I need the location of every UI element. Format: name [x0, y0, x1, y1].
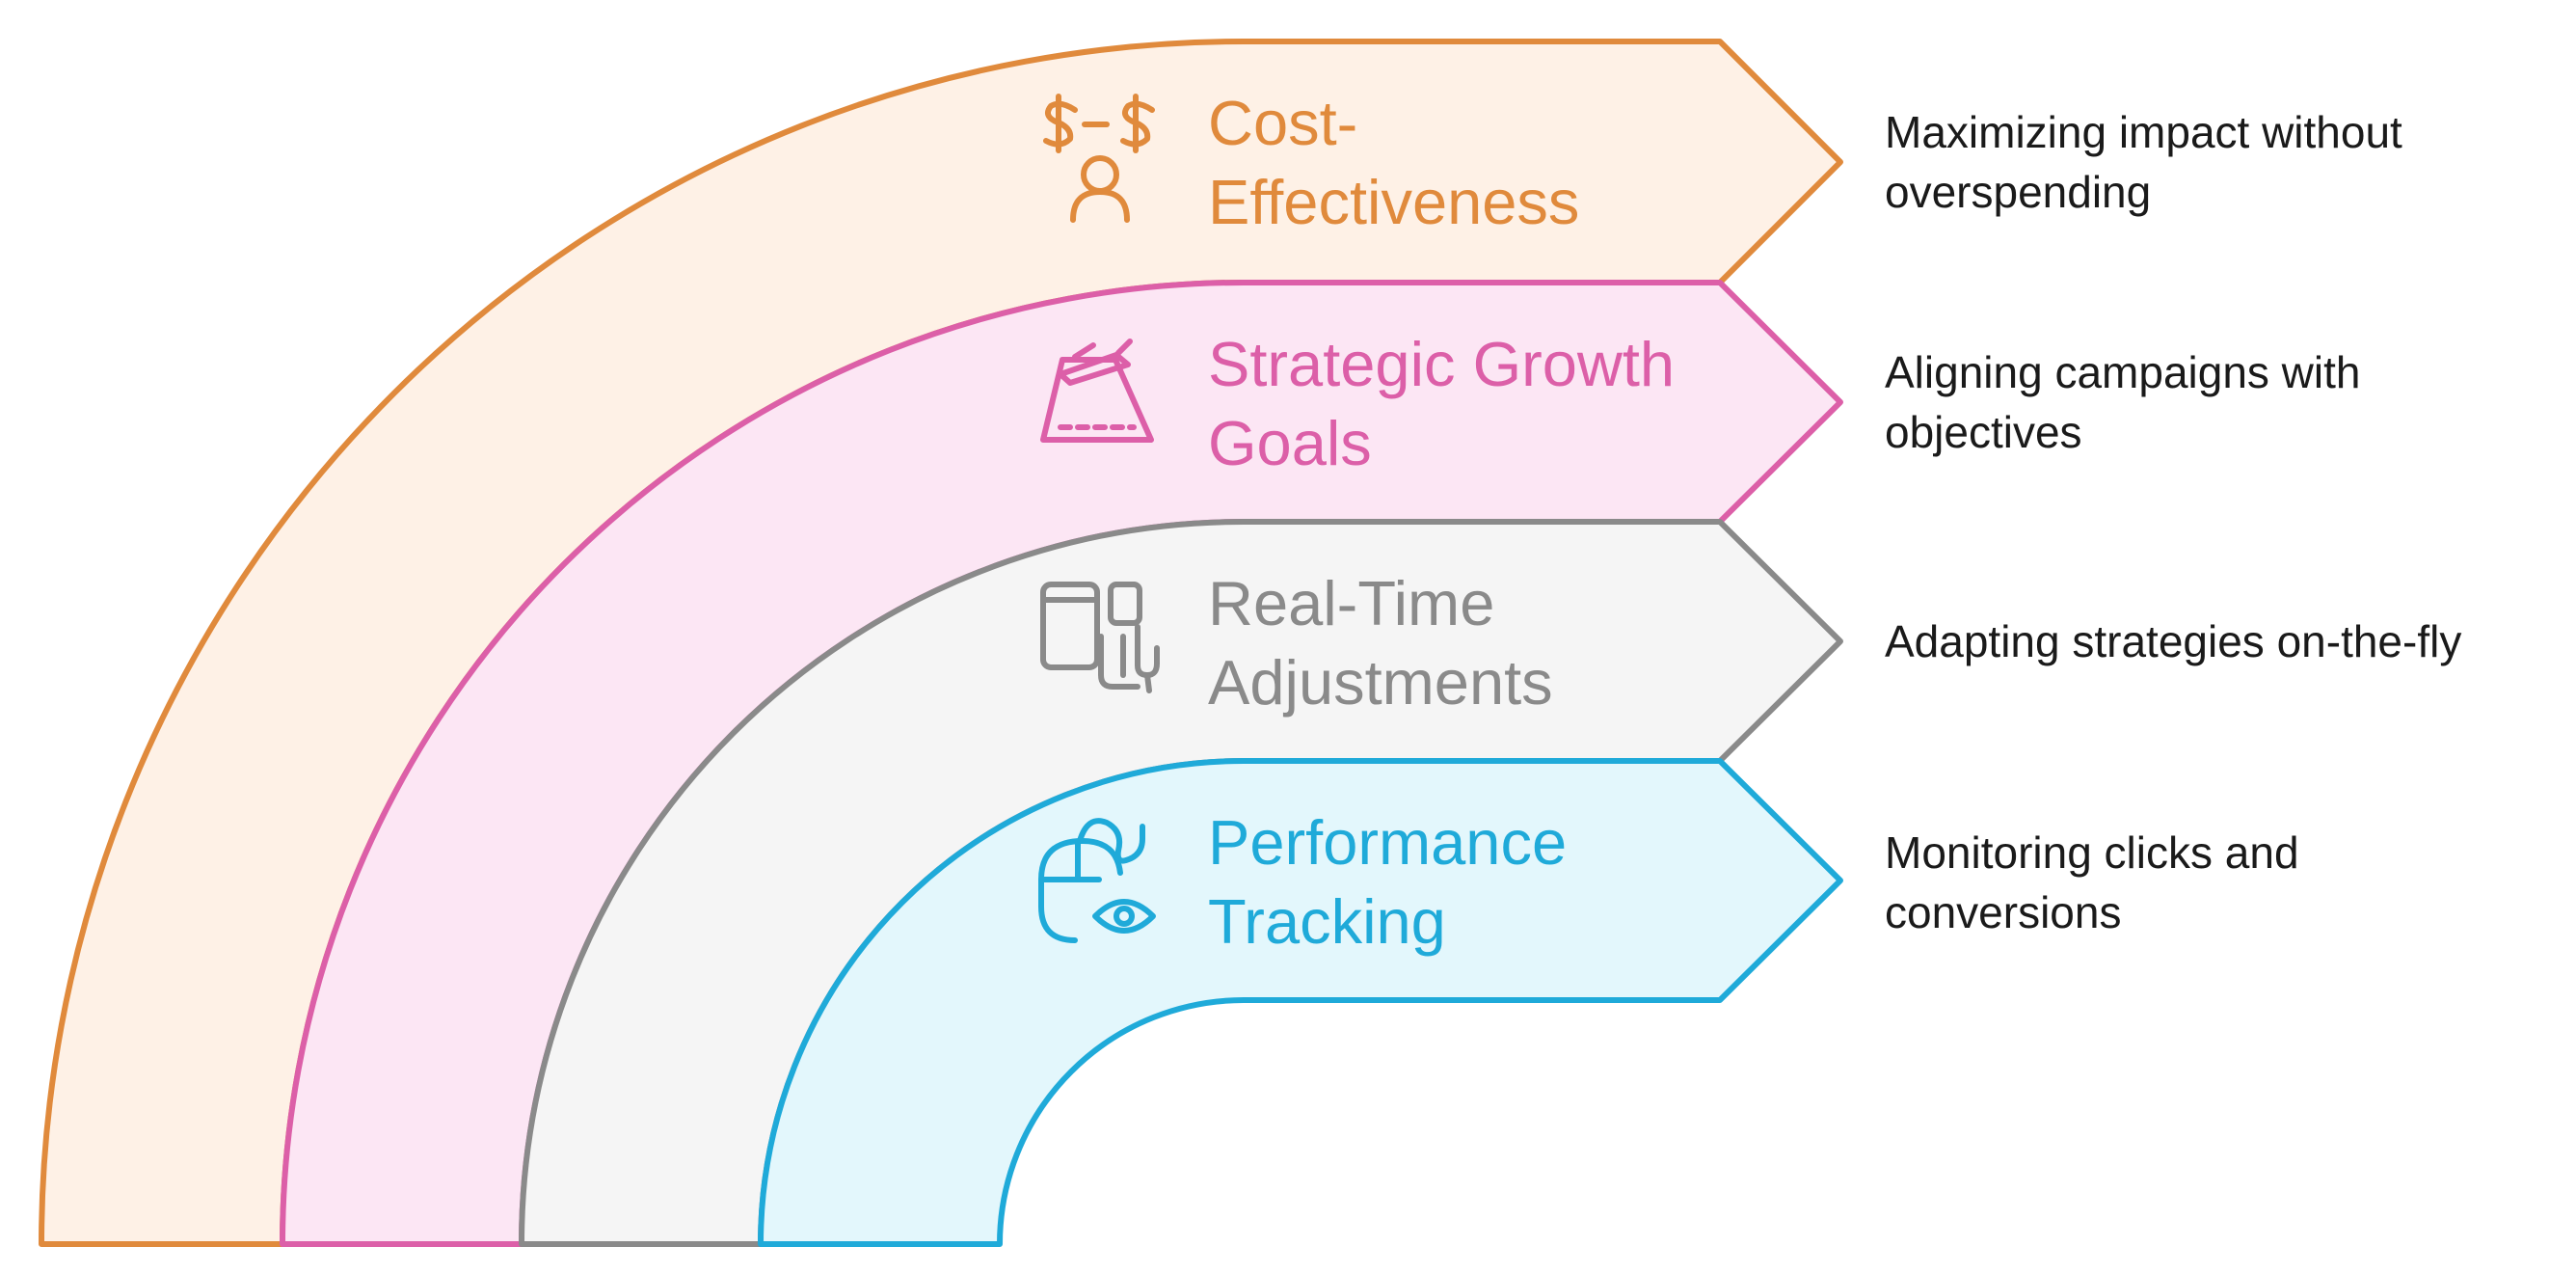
band-title-line: Performance — [1208, 807, 1567, 878]
band-description-line: Adapting strategies on-the-fly — [1885, 616, 2461, 666]
band-title-line: Adjustments — [1208, 647, 1553, 718]
band-description-line: Maximizing impact without — [1885, 107, 2402, 157]
band-shape-performance-tracking — [758, 758, 1843, 1247]
band-description-line: Monitoring clicks and — [1885, 827, 2299, 878]
band-description-performance-tracking: Monitoring clicks and conversions — [1885, 827, 2311, 937]
band-description-line: Aligning campaigns with — [1885, 347, 2361, 397]
budget-person-icon — [1043, 94, 1155, 223]
band-title-cost-effectiveness: Cost- Effectiveness — [1208, 88, 1579, 237]
band-title-line: Tracking — [1208, 886, 1446, 957]
band-title-line: Strategic Growth — [1208, 329, 1675, 399]
band-title-performance-tracking: Performance Tracking — [1208, 807, 1584, 957]
band-description-line: conversions — [1885, 887, 2121, 937]
band-title-strategic-growth-goals: Strategic Growth Goals — [1208, 329, 1692, 478]
band-description-line: objectives — [1885, 407, 2082, 457]
band-title-line: Goals — [1208, 408, 1372, 478]
airplane-runway-icon — [1040, 339, 1154, 443]
band-description-real-time-adjustments: Adapting strategies on-the-fly — [1885, 616, 2461, 666]
band-title-line: Cost- — [1208, 88, 1357, 158]
band-real-time-adjustments: Real-Time Adjustments Adapting strategie… — [519, 519, 2461, 1247]
band-title-line: Effectiveness — [1208, 167, 1579, 237]
devices-touch-icon — [1040, 582, 1160, 693]
band-description-strategic-growth-goals: Aligning campaigns with objectives — [1885, 347, 2373, 457]
band-performance-tracking: Performance Tracking Monitoring clicks a… — [758, 758, 2311, 1247]
band-description-cost-effectiveness: Maximizing impact without overspending — [1885, 107, 2415, 217]
mouse-eye-icon — [1038, 818, 1156, 943]
band-title-line: Real-Time — [1208, 568, 1494, 638]
band-description-line: overspending — [1885, 167, 2151, 217]
band-title-real-time-adjustments: Real-Time Adjustments — [1208, 568, 1553, 718]
